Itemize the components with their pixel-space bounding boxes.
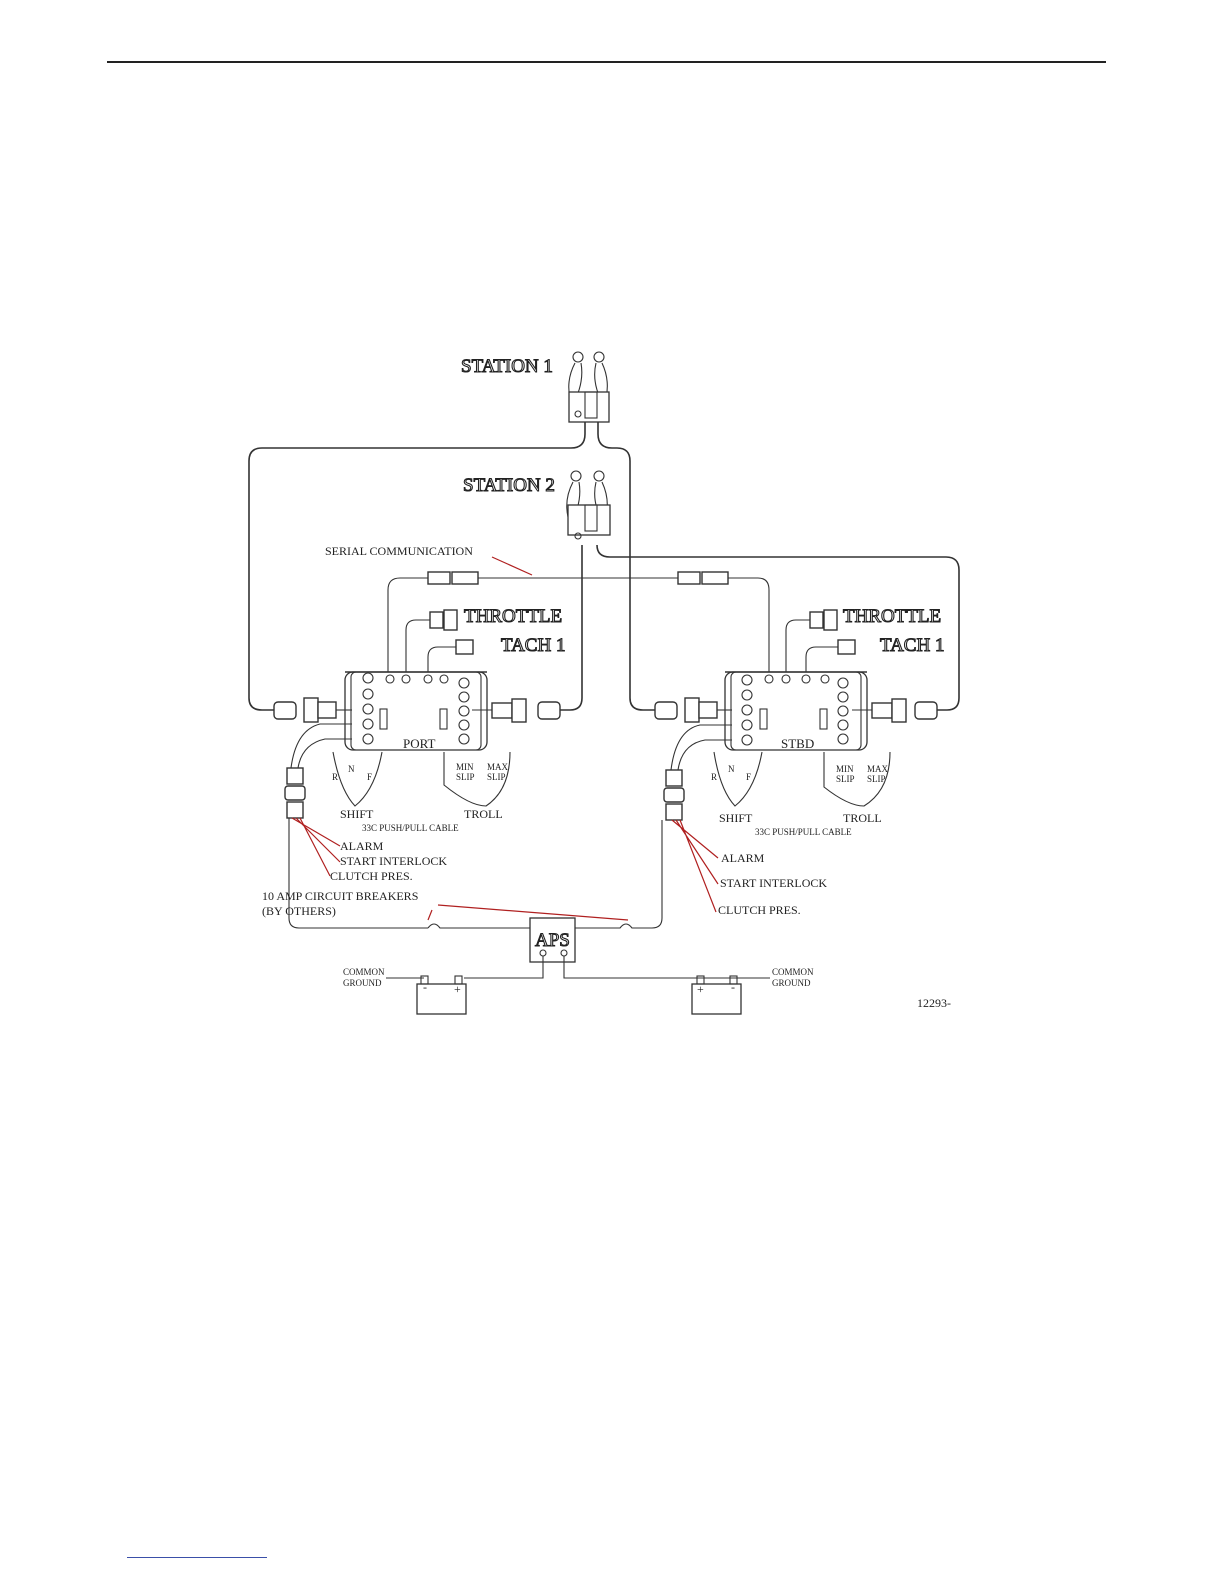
stbd-shift-label: SHIFT (719, 811, 753, 825)
breakers-label-2: (BY OTHERS) (262, 904, 336, 918)
station-1-label: STATION 1 (461, 356, 553, 377)
station-2-control-head (566, 470, 611, 540)
port-common-label: COMMON (343, 967, 385, 977)
stbd-min-label: MIN (836, 764, 854, 774)
port-battery-plus: + (454, 982, 461, 996)
port-shift-label: SHIFT (340, 807, 374, 821)
station-cables (248, 422, 960, 711)
port-clutch-label: CLUTCH PRES. (330, 869, 413, 883)
serial-communication-label: SERIAL COMMUNICATION (325, 544, 473, 558)
stbd-cable-label: 33C PUSH/PULL CABLE (755, 827, 852, 837)
port-cable-label: 33C PUSH/PULL CABLE (362, 823, 459, 833)
stbd-battery-plus: + (697, 982, 704, 996)
stbd-tach-label: TACH 1 (880, 635, 944, 656)
stbd-alarm-label: ALARM (721, 851, 765, 865)
port-battery-minus: - (423, 980, 427, 994)
port-shift-r: R (332, 772, 338, 782)
stbd-min-slip-label: SLIP (836, 774, 855, 784)
stbd-terminals (741, 674, 849, 746)
port-troll-label: TROLL (464, 807, 503, 821)
stbd-label: STBD (781, 736, 814, 751)
stbd-ground-label: GROUND (772, 978, 811, 988)
stbd-shift-n: N (728, 764, 735, 774)
stbd-shift-r: R (711, 772, 717, 782)
port-max-slip-label: SLIP (487, 772, 506, 782)
stbd-clutch-label: CLUTCH PRES. (718, 903, 801, 917)
port-ground-label: GROUND (343, 978, 382, 988)
stbd-max-slip-label: SLIP (867, 774, 886, 784)
port-min-slip-label: SLIP (456, 772, 475, 782)
port-label: PORT (403, 736, 436, 751)
port-tach-label: TACH 1 (501, 635, 565, 656)
port-alarm-label: ALARM (340, 839, 384, 853)
header-rule (107, 61, 1106, 63)
port-max-label: MAX (487, 762, 509, 772)
aps-label: APS (535, 930, 570, 951)
footer-link-rule (127, 1557, 267, 1558)
stbd-max-label: MAX (867, 764, 889, 774)
port-terminals (362, 672, 470, 745)
stbd-troll-label: TROLL (843, 811, 882, 825)
stbd-processor (654, 609, 938, 913)
stbd-battery (691, 983, 742, 1015)
station-1-control-head (568, 351, 610, 423)
port-processor (273, 609, 561, 877)
breakers-label-1: 10 AMP CIRCUIT BREAKERS (262, 889, 418, 903)
port-throttle-label: THROTTLE (464, 606, 562, 627)
port-interlock-label: START INTERLOCK (340, 854, 447, 868)
station-2-label: STATION 2 (463, 475, 555, 496)
stbd-shift-f: F (746, 772, 751, 782)
stbd-interlock-label: START INTERLOCK (720, 876, 827, 890)
figure-number: 12293- (917, 996, 951, 1010)
port-min-label: MIN (456, 762, 474, 772)
port-shift-n: N (348, 764, 355, 774)
stbd-throttle-label: THROTTLE (843, 606, 941, 627)
power-distribution (288, 818, 770, 1015)
stbd-battery-minus: - (731, 980, 735, 994)
serial-communication-line (387, 556, 770, 672)
aps-box (529, 917, 576, 963)
port-battery (416, 983, 467, 1015)
port-shift-f: F (367, 772, 372, 782)
stbd-common-label: COMMON (772, 967, 814, 977)
